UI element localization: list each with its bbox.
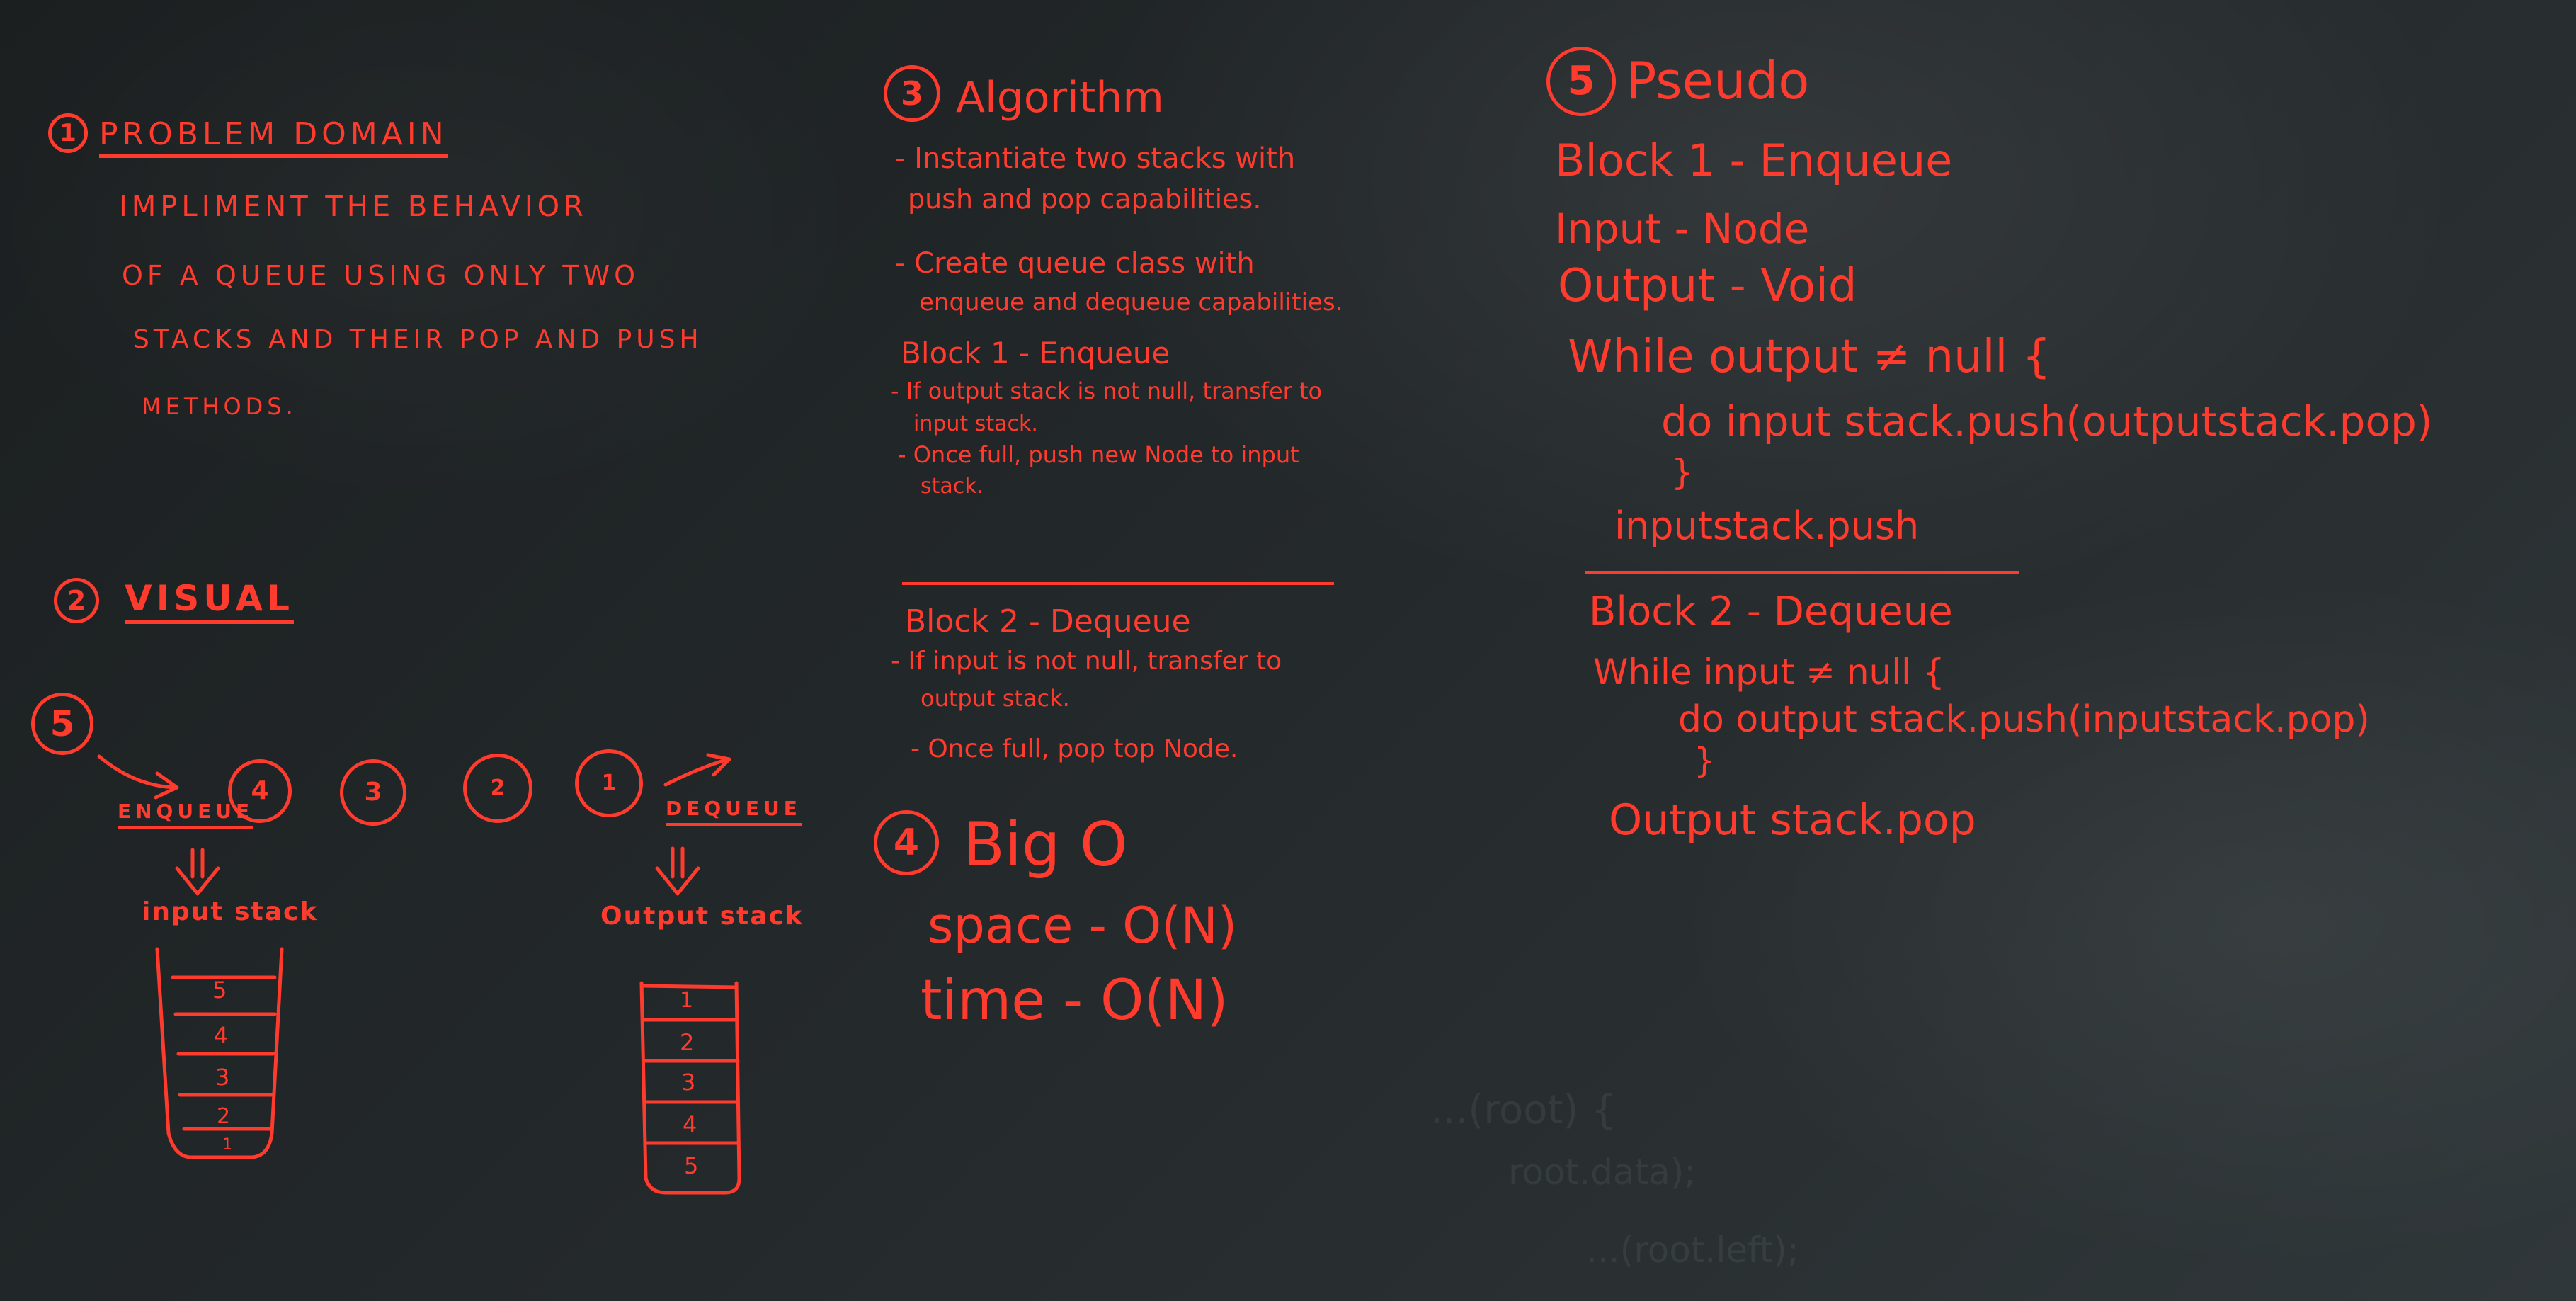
algorithm-block1-line: stack. <box>921 474 984 499</box>
pseudo-b2-while: While input ≠ null { <box>1593 652 1945 693</box>
problem-line-4: METHODS. <box>142 393 297 420</box>
pseudo-block1-title: Block 1 - Enqueue <box>1555 135 1953 186</box>
problem-line-1: IMPLIMENT THE BEHAVIOR <box>119 191 588 223</box>
problem-line-3: STACKS AND THEIR POP AND PUSH <box>133 325 703 354</box>
pseudo-b1-close: } <box>1671 452 1694 493</box>
algorithm-block1-line: input stack. <box>913 411 1038 436</box>
enqueue-label: ENQUEUE <box>118 802 254 829</box>
algorithm-block2-line: - Once full, pop top Node. <box>911 734 1238 763</box>
output-down-arrow <box>671 846 685 879</box>
ghost-text: ...(root.left); <box>1586 1229 1799 1271</box>
input-stack-cell: 3 <box>215 1064 230 1091</box>
algorithm-intro-1: - Instantiate two stacks with <box>895 142 1296 175</box>
pseudo-block2-title: Block 2 - Dequeue <box>1589 589 1953 635</box>
visual-title: VISUAL <box>125 581 294 624</box>
problem-line-2: OF A QUEUE USING ONLY TWO <box>122 260 640 291</box>
algorithm-intro-2: push and pop capabilities. <box>908 183 1262 215</box>
output-stack-cell: 3 <box>681 1069 696 1096</box>
queue-node: 4 <box>228 759 292 823</box>
visual-marker-5: 5 <box>31 693 93 755</box>
algorithm-divider <box>902 582 1334 585</box>
pseudo-b1-do: do input stack.push(outputstack.pop) <box>1661 397 2433 445</box>
algorithm-block1-line: - Once full, push new Node to input <box>898 441 1299 468</box>
output-stack-container <box>639 981 741 1195</box>
pseudo-divider <box>1585 571 2019 574</box>
input-stack-container <box>155 947 284 1159</box>
bigo-title: Big O <box>963 809 1128 880</box>
queue-node: 3 <box>340 759 406 826</box>
output-stack-label: Output stack <box>600 902 804 931</box>
dequeue-arrow <box>663 757 730 787</box>
ghost-text: ...(root) { <box>1430 1087 1617 1133</box>
pseudo-b2-do: do output stack.push(inputstack.pop) <box>1678 698 2370 741</box>
section-number-2: 2 <box>54 578 99 623</box>
bigo-space: space - O(N) <box>928 897 1238 955</box>
algorithm-block2-line: - If input is not null, transfer to <box>891 647 1282 676</box>
pseudo-output: Output - Void <box>1558 260 1857 312</box>
pseudo-b1-final: inputstack.push <box>1614 504 1920 548</box>
problem-domain-title: PROBLEM DOMAIN <box>99 119 448 158</box>
pseudo-b2-close: } <box>1694 741 1716 780</box>
input-down-arrow <box>190 848 205 879</box>
input-stack-cell: 2 <box>217 1104 231 1129</box>
algorithm-block1-line: - If output stack is not null, transfer … <box>891 377 1323 404</box>
input-stack-cell: 5 <box>212 977 227 1004</box>
algorithm-block1-title: Block 1 - Enqueue <box>901 336 1170 370</box>
pseudo-b1-while: While output ≠ null { <box>1568 331 2051 383</box>
section-number-5: 5 <box>1546 47 1616 116</box>
ghost-text: root.data); <box>1508 1152 1697 1193</box>
queue-node: 2 <box>463 754 532 823</box>
algorithm-block2-line: output stack. <box>921 685 1070 712</box>
algorithm-block2-title: Block 2 - Dequeue <box>905 603 1191 640</box>
pseudo-b2-final: Output stack.pop <box>1609 795 1976 845</box>
queue-node: 1 <box>575 749 643 817</box>
input-stack-cell: 1 <box>222 1136 232 1154</box>
dequeue-label: DEQUEUE <box>666 799 802 826</box>
section-number-4: 4 <box>874 810 939 875</box>
algorithm-title: Algorithm <box>956 73 1164 123</box>
input-stack-cell: 4 <box>214 1022 229 1049</box>
bigo-time: time - O(N) <box>921 969 1229 1033</box>
input-stack-label: input stack <box>142 897 319 926</box>
output-stack-cell: 1 <box>680 988 694 1013</box>
pseudo-title: Pseudo <box>1626 51 1810 110</box>
output-stack-cell: 2 <box>680 1029 695 1056</box>
output-stack-cell: 5 <box>684 1152 699 1179</box>
pseudo-input: Input - Node <box>1555 205 1810 253</box>
section-number-3: 3 <box>884 65 940 122</box>
enqueue-arrow <box>97 754 178 790</box>
section-number-1: 1 <box>48 113 88 153</box>
algorithm-intro-4: enqueue and dequeue capabilities. <box>919 288 1343 317</box>
algorithm-intro-3: - Create queue class with <box>895 247 1255 280</box>
output-stack-cell: 4 <box>683 1111 697 1138</box>
